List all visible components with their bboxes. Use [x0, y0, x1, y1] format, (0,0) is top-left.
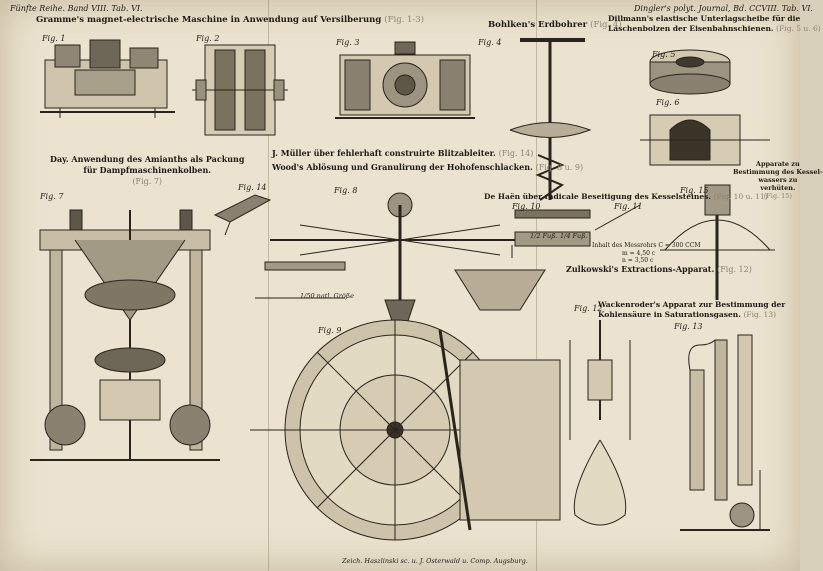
gramme-machine-front-view [192, 44, 288, 136]
caption-gramme-text: Gramme's magnet-electrische Maschine in … [36, 15, 382, 25]
caption-wackenroder: Wackenroder's Apparat zur Bestimmung der… [598, 300, 785, 320]
fig-4-label: Fig. 4 [478, 38, 502, 47]
gramme-machine-end-view [335, 41, 475, 119]
caption-gramme-ref: (Fig. 1-3) [384, 15, 425, 25]
measuring-tube-note: Inhalt des Messrohrs C = 300 CCM [592, 242, 701, 249]
caption-zulkowski: Zulkowski's Extractions-Apparat. (Fig. 1… [566, 264, 752, 275]
caption-haen-ref: (Fig. 10 u. 11) [713, 192, 768, 201]
caption-wood-ref: (Fig. 8 u. 9) [535, 163, 584, 172]
fig-5-label: Fig. 5 [652, 50, 676, 59]
caption-wood-text: Wood's Ablösung und Granulirung der Hoho… [272, 162, 533, 172]
caption-apparat-line2: Bestimmung des Kessel- [733, 168, 823, 176]
fig-10-label: Fig. 10 [512, 202, 541, 211]
caption-bohlken-text: Bohlken's Erdbohrer [488, 20, 588, 30]
fig-7-label: Fig. 7 [40, 192, 64, 201]
caption-day-line1: Day. Anwendung des Amianths als Packung [50, 154, 245, 164]
caption-day-line2: für Dampfmaschinenkolben. [83, 165, 212, 175]
engraver-credit: Zeich. Haszlinski sc. u. J. Osterwald u.… [342, 557, 528, 565]
caption-dillmann: Dillmann's elastische Unterlagscheibe fü… [608, 14, 821, 34]
foot-measure-1: 1/2 Fuß. [530, 232, 558, 240]
caption-apparat-ref: (Fig. 15) [763, 192, 792, 200]
caption-wood: Wood's Ablösung und Granulirung der Hoho… [272, 162, 583, 173]
caption-dillmann-line2: Laschenbolzen der Eisenbahnschienen. [608, 24, 774, 33]
caption-wackenroder-line2: Kohlensäure in Saturationsgasen. [598, 310, 741, 319]
caption-day-ref: (Fig. 7) [132, 177, 163, 186]
caption-haen: De Haën über radicale Beseitigung des Ke… [484, 191, 768, 202]
caption-apparat-line4: verhüten. [760, 184, 796, 192]
foot-measure-2: 1/4 Fuß. [560, 232, 588, 240]
caption-muller: J. Müller über fehlerhaft construirte Bl… [272, 148, 533, 159]
fig-1-label: Fig. 1 [42, 34, 66, 43]
measuring-n-note: n = 3,50 c [622, 257, 654, 264]
boiler-scale-apparatus [511, 204, 641, 258]
fig-8-label: Fig. 8 [334, 186, 358, 195]
fig-9-label: Fig. 9 [318, 326, 342, 335]
fig-14-label: Fig. 14 [238, 183, 267, 192]
earth-borer [509, 38, 592, 201]
caption-wackenroder-ref: (Fig. 13) [743, 310, 777, 319]
fig-11-label: Fig. 11 [614, 202, 643, 211]
engraving-drawings [30, 38, 775, 541]
scale-note: 1/50 natl. Größe [300, 292, 354, 300]
caption-zulkowski-ref: (Fig. 12) [717, 265, 752, 274]
fig-2-label: Fig. 2 [196, 34, 220, 43]
fig-6-label: Fig. 6 [656, 98, 680, 107]
caption-zulkowski-text: Zulkowski's Extractions-Apparat. [566, 264, 715, 274]
fold-line [536, 0, 537, 571]
caption-dillmann-line1: Dillmann's elastische Unterlagscheibe fü… [608, 14, 801, 23]
elastic-washer [640, 49, 770, 166]
lightning-rod-detail [213, 194, 272, 236]
extraction-apparatus [569, 320, 631, 526]
measuring-m-note: m = 4,50 c [622, 250, 656, 257]
caption-gramme: Gramme's magnet-electrische Maschine in … [36, 15, 424, 26]
caption-apparat-line1: Apparate zu [755, 160, 800, 168]
caption-bohlken: Bohlken's Erdbohrer (Fig. 4) [488, 20, 622, 31]
caption-bohlken-ref: (Fig. 4) [590, 20, 622, 30]
gramme-machine-side-view [40, 39, 175, 118]
caption-apparat-line3: wassers zu [758, 176, 798, 184]
fig-15-label: Fig. 15 [680, 186, 709, 195]
fold-line [268, 0, 269, 571]
caption-muller-text: J. Müller über fehlerhaft construirte Bl… [272, 148, 496, 158]
fig-3-label: Fig. 3 [336, 38, 360, 47]
plate-header-left: Fünfte Reihe. Band VIII. Tab. VI. [10, 4, 143, 13]
caption-wackenroder-line1: Wackenroder's Apparat zur Bestimmung der [598, 300, 786, 309]
carbonic-acid-apparatus [680, 334, 770, 531]
caption-dillmann-ref: (Fig. 5 u. 6) [776, 24, 821, 33]
caption-apparat: Apparate zu Bestimmung des Kessel- wasse… [733, 160, 823, 200]
fig-13-label: Fig. 13 [674, 322, 703, 331]
boiler-water-apparatus [660, 184, 775, 300]
fig-12-label: Fig. 12 [574, 304, 603, 313]
caption-muller-ref: (Fig. 14) [498, 149, 534, 158]
slag-granulator-wheel [250, 269, 561, 541]
caption-haen-text: De Haën über radicale Beseitigung des Ke… [484, 192, 711, 201]
plate-header-right: Dingler's polyt. Journal, Bd. CCVIII. Ta… [634, 4, 813, 13]
caption-day: Day. Anwendung des Amianths als Packung … [50, 154, 244, 187]
steam-engine-frame [30, 209, 220, 461]
